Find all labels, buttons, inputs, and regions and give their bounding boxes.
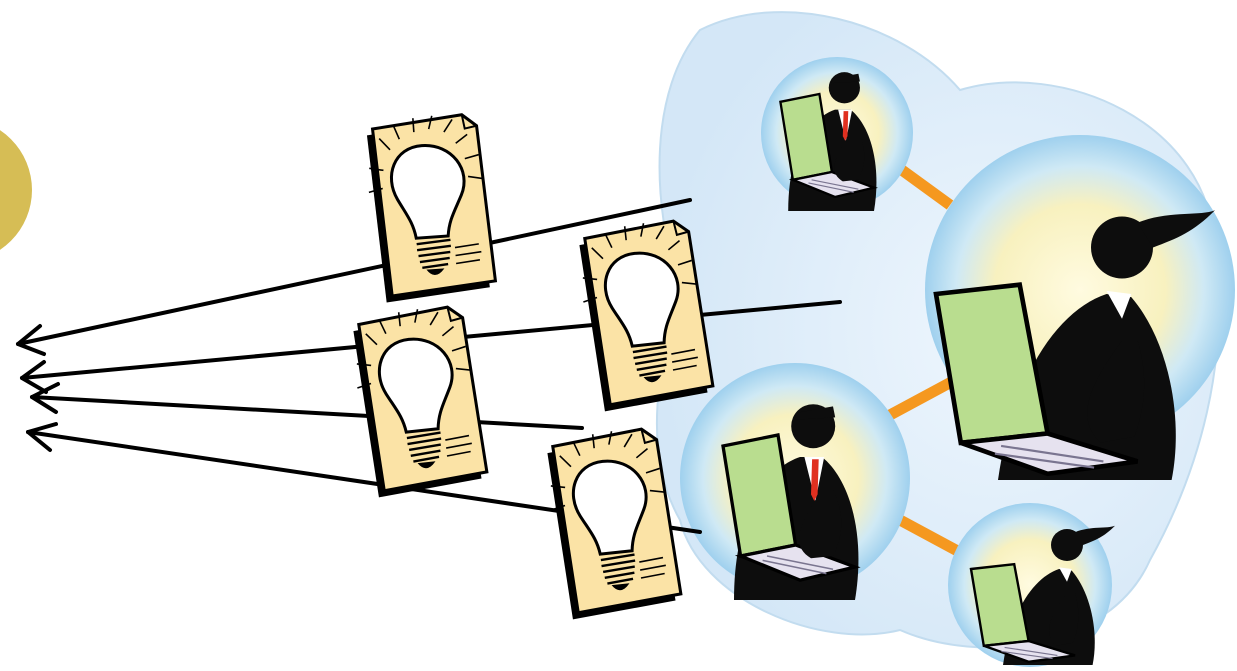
person-middle bbox=[680, 363, 910, 602]
arrow-left-icon bbox=[30, 382, 584, 430]
lightbulb-note-icon bbox=[362, 110, 498, 305]
network-connectors bbox=[887, 160, 968, 560]
person-bottom-small bbox=[948, 503, 1117, 667]
connector-line bbox=[897, 515, 968, 560]
connector-line bbox=[887, 375, 958, 420]
person-large-right bbox=[925, 135, 1235, 480]
person-top-small bbox=[761, 57, 913, 213]
connector-line bbox=[891, 160, 954, 210]
lightbulb-note-icon bbox=[348, 302, 490, 500]
arrow-left-icon bbox=[16, 198, 692, 356]
gold-circle-shape bbox=[0, 130, 32, 250]
